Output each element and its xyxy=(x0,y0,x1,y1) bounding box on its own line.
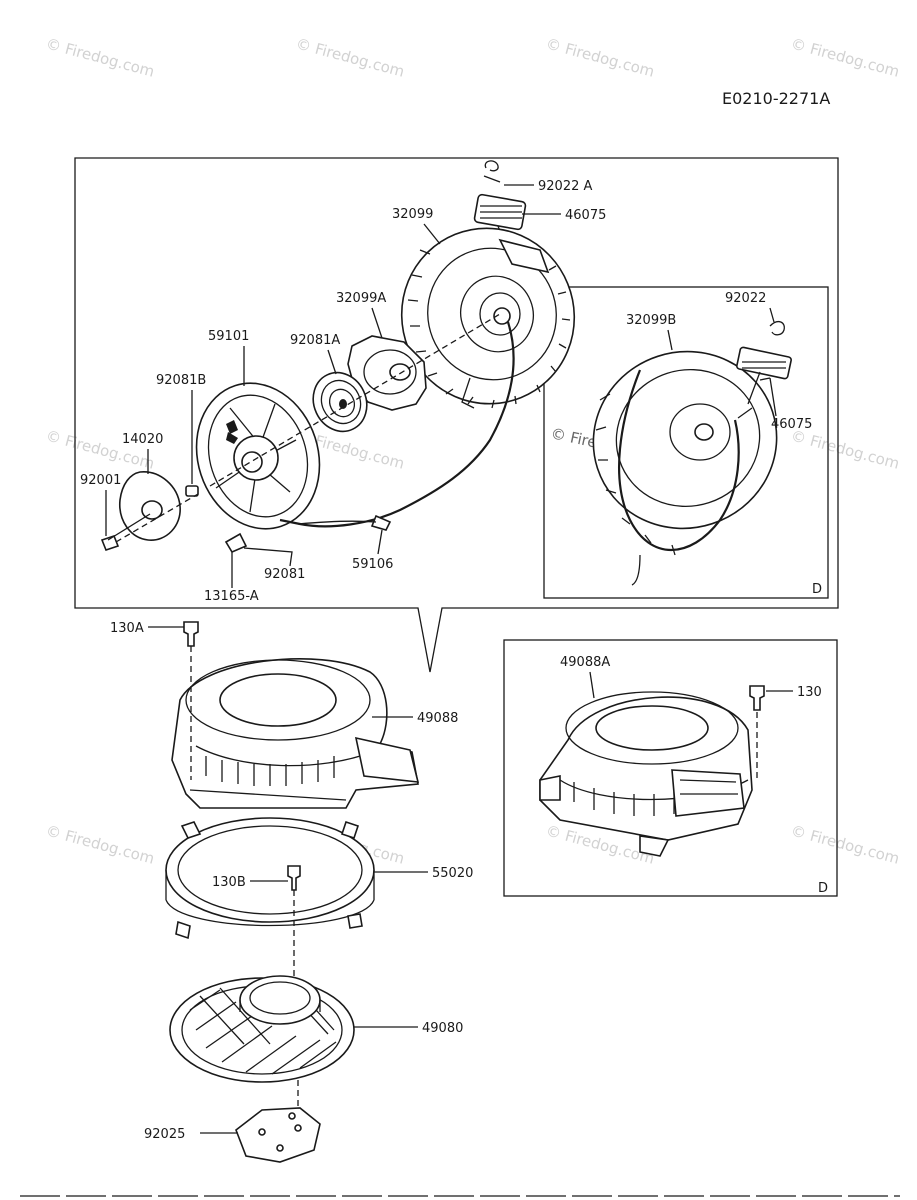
part-label-59101: 59101 xyxy=(208,329,249,344)
part-label-46075-inset: 46075 xyxy=(771,417,812,432)
part-label-32099: 32099 xyxy=(392,207,433,222)
starter-case-32099b-drawing xyxy=(592,320,792,586)
diagram-code: E0210-2271A xyxy=(722,89,830,108)
part-label-130b: 130B xyxy=(212,875,246,890)
starter-case-32099-drawing xyxy=(400,227,576,409)
part-label-92001: 92001 xyxy=(80,473,121,488)
bolt-130b xyxy=(287,865,301,891)
variant-marker: D xyxy=(812,582,822,597)
variant-marker: D xyxy=(818,881,828,896)
part-label-49088: 49088 xyxy=(417,711,458,726)
part-label-130: 130 xyxy=(797,685,822,700)
part-label-14020: 14020 xyxy=(122,432,163,447)
plate-92025-drawing xyxy=(235,1107,321,1163)
inset-frame-bottom xyxy=(503,639,838,897)
callout-frame xyxy=(74,157,839,673)
part-label-49080: 49080 xyxy=(422,1021,463,1036)
ratchet-14020-drawing xyxy=(100,471,199,551)
spring-case-32099a-drawing xyxy=(347,335,427,411)
part-label-92081b: 92081B xyxy=(156,373,206,388)
bolt-130 xyxy=(749,685,765,711)
part-label-92025: 92025 xyxy=(144,1127,185,1142)
part-label-13165a: 13165-A xyxy=(204,589,259,604)
watermark: © Firedog.com xyxy=(294,34,406,80)
part-label-46075: 46075 xyxy=(565,208,606,223)
pawl-92081-drawing xyxy=(224,532,248,554)
part-label-49088a: 49088A xyxy=(560,655,610,670)
part-label-32099b: 32099B xyxy=(626,313,676,328)
ring-55020-drawing xyxy=(165,817,375,940)
rope-end xyxy=(370,514,392,531)
part-label-32099a: 32099A xyxy=(336,291,386,306)
watermark: © Firedog.com xyxy=(544,34,656,80)
screen-49080-drawing xyxy=(169,975,355,1083)
assembly-axis xyxy=(115,313,501,543)
part-label-92081a: 92081A xyxy=(290,333,340,348)
watermark: © Firedog.com xyxy=(44,34,156,80)
watermark: © Firedog.com xyxy=(789,34,901,80)
part-label-92081: 92081 xyxy=(264,567,305,582)
reel-59101-drawing xyxy=(195,382,321,530)
part-label-130a: 130A xyxy=(110,621,144,636)
part-label-59106: 59106 xyxy=(352,557,393,572)
fan-cover-49088a-drawing xyxy=(539,691,753,857)
watermark: © Firedog.com xyxy=(789,821,901,867)
callouts-top: 92022 A 46075 32099 32099A 59101 92081A … xyxy=(80,179,812,604)
bolt-130a xyxy=(183,621,199,647)
starter-rope-59106 xyxy=(279,321,515,528)
watermark: © Firedog.com xyxy=(44,821,156,867)
part-label-92022a: 92022 A xyxy=(538,179,592,194)
fan-cover-49088-drawing xyxy=(171,658,420,809)
watermark: © Firedog.com xyxy=(789,426,901,472)
part-label-55020: 55020 xyxy=(432,866,473,881)
inset-frame-top xyxy=(543,286,829,599)
part-label-92022: 92022 xyxy=(725,291,766,306)
